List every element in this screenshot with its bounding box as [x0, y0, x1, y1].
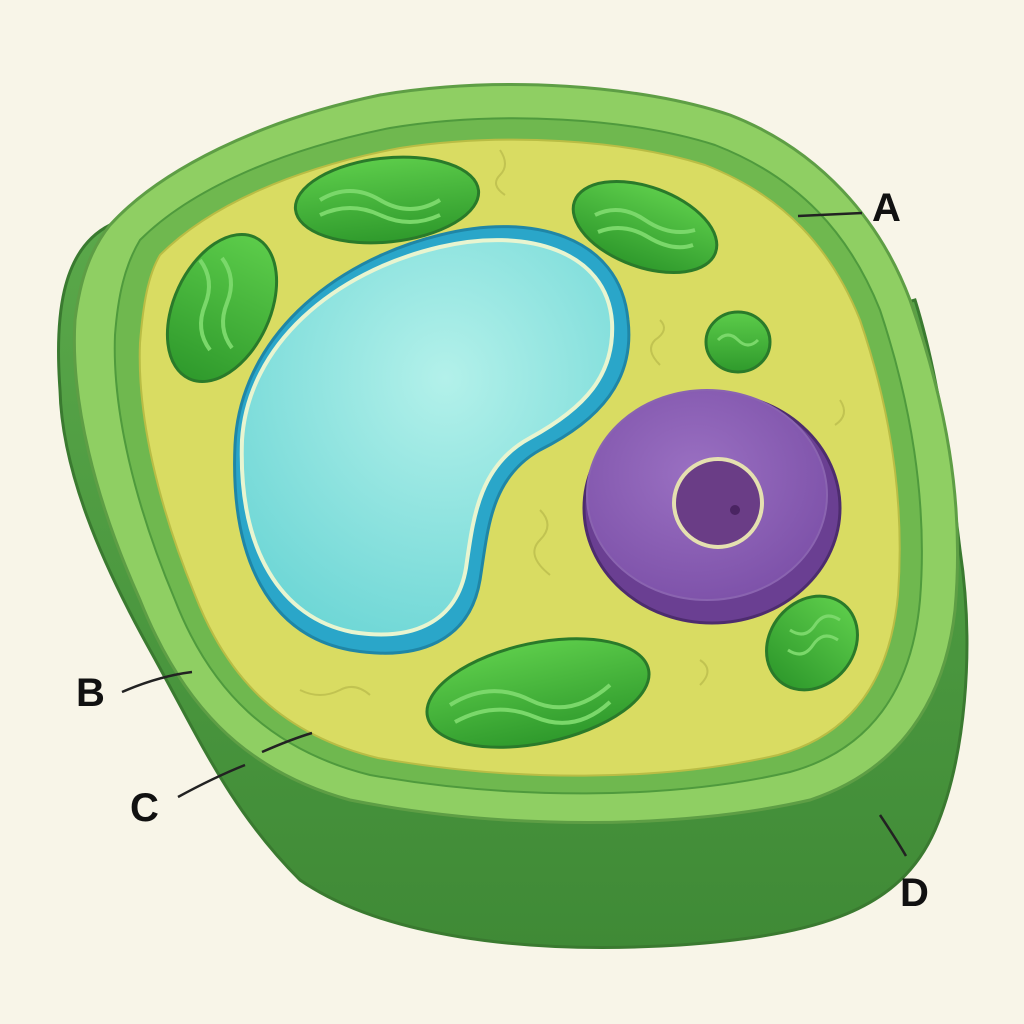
chloroplast	[425, 637, 651, 749]
leader-line-d	[878, 814, 908, 857]
label-c: C	[130, 786, 159, 830]
chloroplast	[293, 155, 481, 245]
chloroplast	[704, 310, 772, 374]
nucleolus	[672, 457, 764, 549]
chloroplast	[571, 179, 719, 275]
label-d: D	[900, 871, 929, 915]
label-a: A	[872, 186, 901, 230]
leader-line-c	[177, 731, 313, 799]
chloroplast	[165, 232, 279, 384]
chloroplasts	[165, 155, 859, 749]
label-b: B	[76, 671, 105, 715]
chloroplast	[765, 594, 859, 692]
nucleus	[582, 389, 842, 625]
cytoplasm-granules	[299, 149, 845, 696]
leader-line-b	[121, 670, 193, 694]
label-leader-lines	[121, 211, 908, 857]
leader-line-a	[797, 211, 863, 218]
central-vacuole	[233, 225, 631, 655]
